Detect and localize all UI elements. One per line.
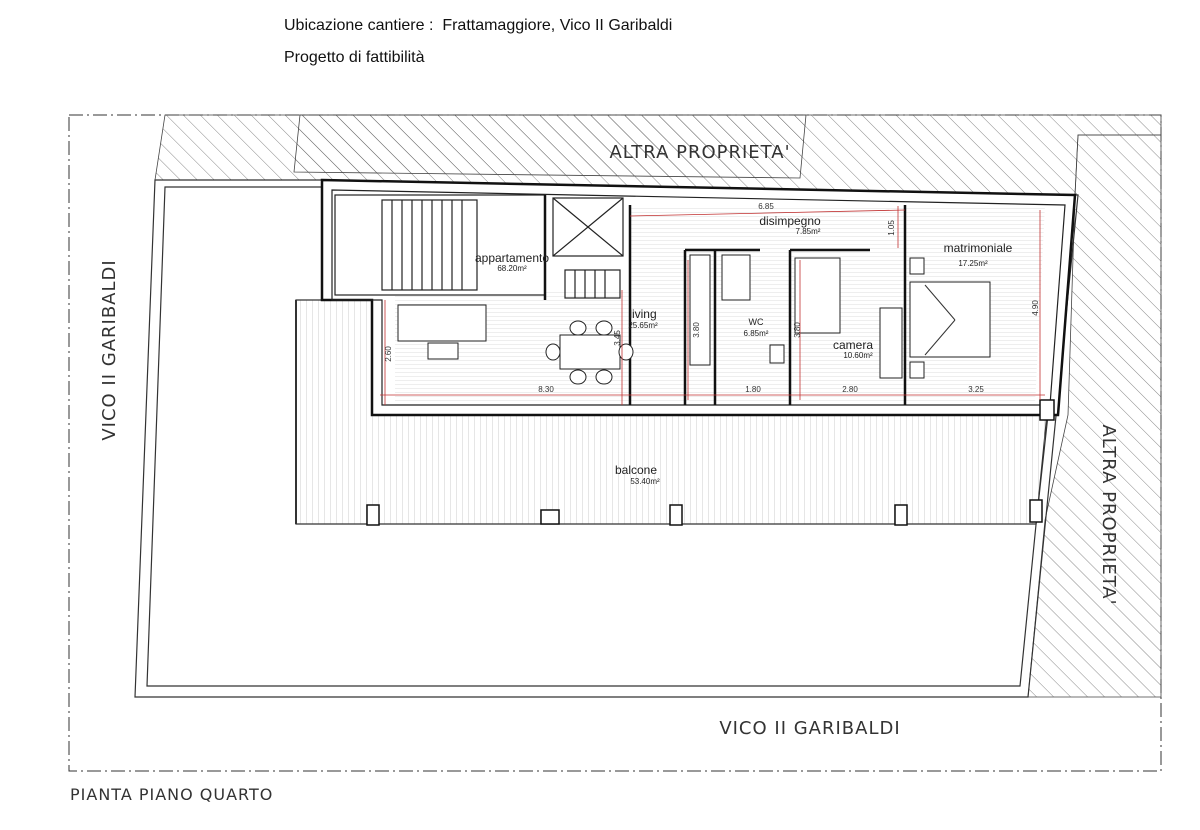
dim-disimpegno-depth: 1.05 — [887, 220, 896, 236]
dim-living-width: 8.30 — [538, 385, 554, 394]
dim-disimpegno-width: 6.85 — [758, 202, 774, 211]
street-top: ALTRA PROPRIETA' — [609, 142, 790, 163]
dim-living-wall: 3.80 — [692, 322, 701, 338]
chair — [569, 369, 587, 385]
sofa — [397, 304, 487, 342]
street-left: VICO II GARIBALDI — [99, 259, 120, 440]
dimension-lines — [380, 206, 1045, 405]
dim-matrimoniale-width: 3.25 — [968, 385, 984, 394]
room-wc-name: WC — [749, 317, 764, 327]
stair-core — [334, 194, 624, 299]
internal-walls — [543, 195, 907, 405]
chair — [595, 369, 613, 385]
room-appartamento-area: 68.20m² — [497, 264, 527, 273]
project-type: Progetto di fattibilità — [284, 49, 425, 66]
coffee-table — [427, 342, 459, 360]
dim-camera-wall: 3.80 — [793, 322, 802, 338]
location-label: Ubicazione cantiere : Frattamaggiore, Vi… — [284, 17, 672, 35]
wc-fixture — [721, 254, 751, 301]
chair — [545, 343, 561, 361]
wardrobe — [689, 254, 711, 366]
neighbour-top-cut — [293, 114, 807, 179]
street-bottom: VICO II GARIBALDI — [719, 718, 900, 739]
room-living-name: living — [629, 307, 656, 321]
room-wc-area: 6.85m² — [744, 329, 769, 338]
double-bed — [909, 281, 991, 358]
chair — [569, 320, 587, 336]
room-matrimoniale-area: 17.25m² — [958, 259, 988, 268]
location-value: Frattamaggiore, Vico II Garibaldi — [442, 17, 673, 34]
washbasin — [769, 344, 785, 364]
street-right: ALTRA PROPRIETA' — [1098, 424, 1119, 605]
dim-matrimoniale-depth: 4.90 — [1031, 300, 1040, 316]
furniture — [397, 254, 991, 385]
drawing-title: PIANTA PIANO QUARTO — [70, 785, 273, 804]
location-label-text: Ubicazione cantiere : — [284, 17, 434, 34]
chair — [618, 343, 634, 361]
dim-sofa-depth: 2.60 — [384, 346, 393, 362]
dining-table — [559, 334, 621, 370]
room-living-area: 25.65m² — [628, 321, 658, 330]
room-camera-name: camera — [833, 338, 873, 352]
dim-wc-width: 1.80 — [745, 385, 761, 394]
camera-wardrobe — [879, 307, 903, 379]
bedside — [909, 257, 925, 275]
room-disimpegno-area: 7.85m² — [796, 227, 821, 236]
chair — [595, 320, 613, 336]
room-disimpegno-name: disimpegno — [759, 214, 821, 228]
room-camera-area: 10.60m² — [843, 351, 873, 360]
bedside — [909, 361, 925, 379]
balcony-pillars — [366, 399, 1055, 526]
room-appartamento-name: appartamento — [475, 251, 549, 265]
dim-living-depth: 3.45 — [613, 330, 622, 346]
dim-camera-width: 2.80 — [842, 385, 858, 394]
room-balcone-area: 53.40m² — [630, 477, 660, 486]
room-balcone-name: balcone — [615, 463, 657, 477]
single-bed — [794, 257, 841, 334]
room-matrimoniale-name: matrimoniale — [944, 241, 1013, 255]
